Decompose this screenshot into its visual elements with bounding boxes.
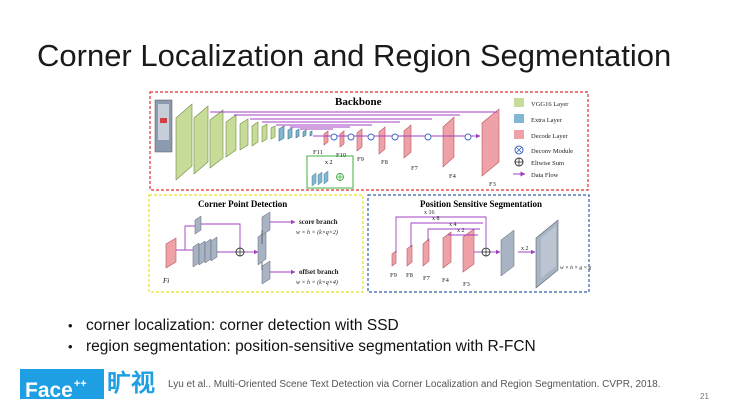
svg-text:x 4: x 4 (449, 222, 457, 228)
position-intermediate-layer (500, 229, 515, 277)
svg-text:F8: F8 (406, 272, 413, 279)
bullet-marker: • (68, 318, 73, 333)
legend-vgg-swatch (514, 98, 524, 107)
bullet-item: • region segmentation: position-sensitiv… (68, 336, 536, 357)
bullet-text: corner localization: corner detection wi… (86, 317, 399, 334)
deconv-detail-layers (311, 170, 329, 187)
position-segmentation-panel (367, 194, 590, 293)
legend: VGG16 Layer Extra Layer Decode Layer Dec… (513, 98, 573, 179)
extra-layers (278, 125, 313, 142)
corner-conv-layers (192, 211, 271, 285)
corner-branch-labels: score branch w × h × (k×q×2) offset bran… (296, 218, 339, 286)
svg-text:x 16: x 16 (424, 210, 435, 216)
bullet-marker: • (68, 339, 73, 354)
svg-text:Decode Layer: Decode Layer (531, 133, 568, 140)
svg-text:x 2: x 2 (457, 228, 465, 234)
slide-title: Corner Localization and Region Segmentat… (37, 38, 672, 73)
logo-face-badge: Face++ (20, 369, 104, 402)
page-number: 21 (700, 392, 709, 401)
score-branch-label: score branch (299, 218, 338, 226)
logo-chinese-text: 旷视 (107, 370, 155, 397)
decode-layers (323, 108, 500, 177)
legend-extra-swatch (514, 114, 524, 123)
logo-superscript: ++ (73, 378, 87, 390)
svg-text:F3: F3 (489, 181, 496, 188)
svg-text:F7: F7 (423, 275, 431, 282)
svg-text:Extra Layer: Extra Layer (531, 117, 563, 124)
svg-text:Deconv Module: Deconv Module (531, 148, 573, 155)
svg-text:F7: F7 (411, 165, 419, 172)
bullet-text: region segmentation: position-sensitive … (86, 338, 536, 355)
svg-text:F11: F11 (313, 149, 323, 156)
offset-branch-label: offset branch (299, 268, 339, 276)
svg-text:F9: F9 (357, 156, 364, 163)
deconv-detail-box (306, 155, 354, 189)
position-data-flow (395, 216, 536, 255)
corner-data-flow (176, 219, 296, 275)
position-output-formula: w × h × g × g (560, 265, 592, 271)
svg-text:F4: F4 (442, 277, 450, 284)
svg-text:x 2: x 2 (521, 246, 529, 252)
score-branch-formula: w × h × (k×q×2) (296, 229, 338, 236)
citation: Lyu et al.. Multi-Oriented Scene Text De… (168, 379, 661, 390)
deconv-scale-label: x 2 (325, 160, 333, 166)
svg-text:Data Flow: Data Flow (531, 172, 559, 179)
backbone-title: Backbone (335, 96, 382, 108)
svg-text:F4: F4 (449, 173, 457, 180)
position-segmentation-title: Position Sensitive Segmentation (420, 199, 542, 209)
corner-input-feature (165, 237, 177, 269)
legend-decode-swatch (514, 130, 524, 139)
vgg16-layers (175, 103, 276, 181)
position-scale-labels: x 16 x 8 x 4 x 2 x 2 (424, 210, 529, 252)
svg-text:VGG16 Layer: VGG16 Layer (531, 101, 569, 108)
corner-input-label: Fi (162, 277, 169, 285)
svg-text:x 8: x 8 (432, 216, 440, 222)
position-feature-layers (391, 228, 475, 273)
svg-text:Eltwise Sum: Eltwise Sum (531, 160, 564, 167)
corner-detection-title: Corner Point Detection (198, 199, 287, 209)
bullet-item: • corner localization: corner detection … (68, 315, 536, 336)
svg-text:F8: F8 (381, 159, 388, 166)
backbone-panel (149, 91, 589, 191)
svg-text:F3: F3 (463, 281, 470, 288)
position-feature-labels: F9 F8 F7 F4 F3 (390, 272, 470, 288)
corner-detection-panel (148, 194, 364, 293)
logo-face-text: Face (25, 379, 73, 402)
svg-text:F9: F9 (390, 272, 397, 279)
bullet-list: • corner localization: corner detection … (68, 315, 536, 357)
offset-branch-formula: w × h × (k×q×4) (296, 279, 338, 286)
deconv-module-icons (330, 133, 472, 141)
architecture-diagram: Backbone (148, 91, 592, 293)
